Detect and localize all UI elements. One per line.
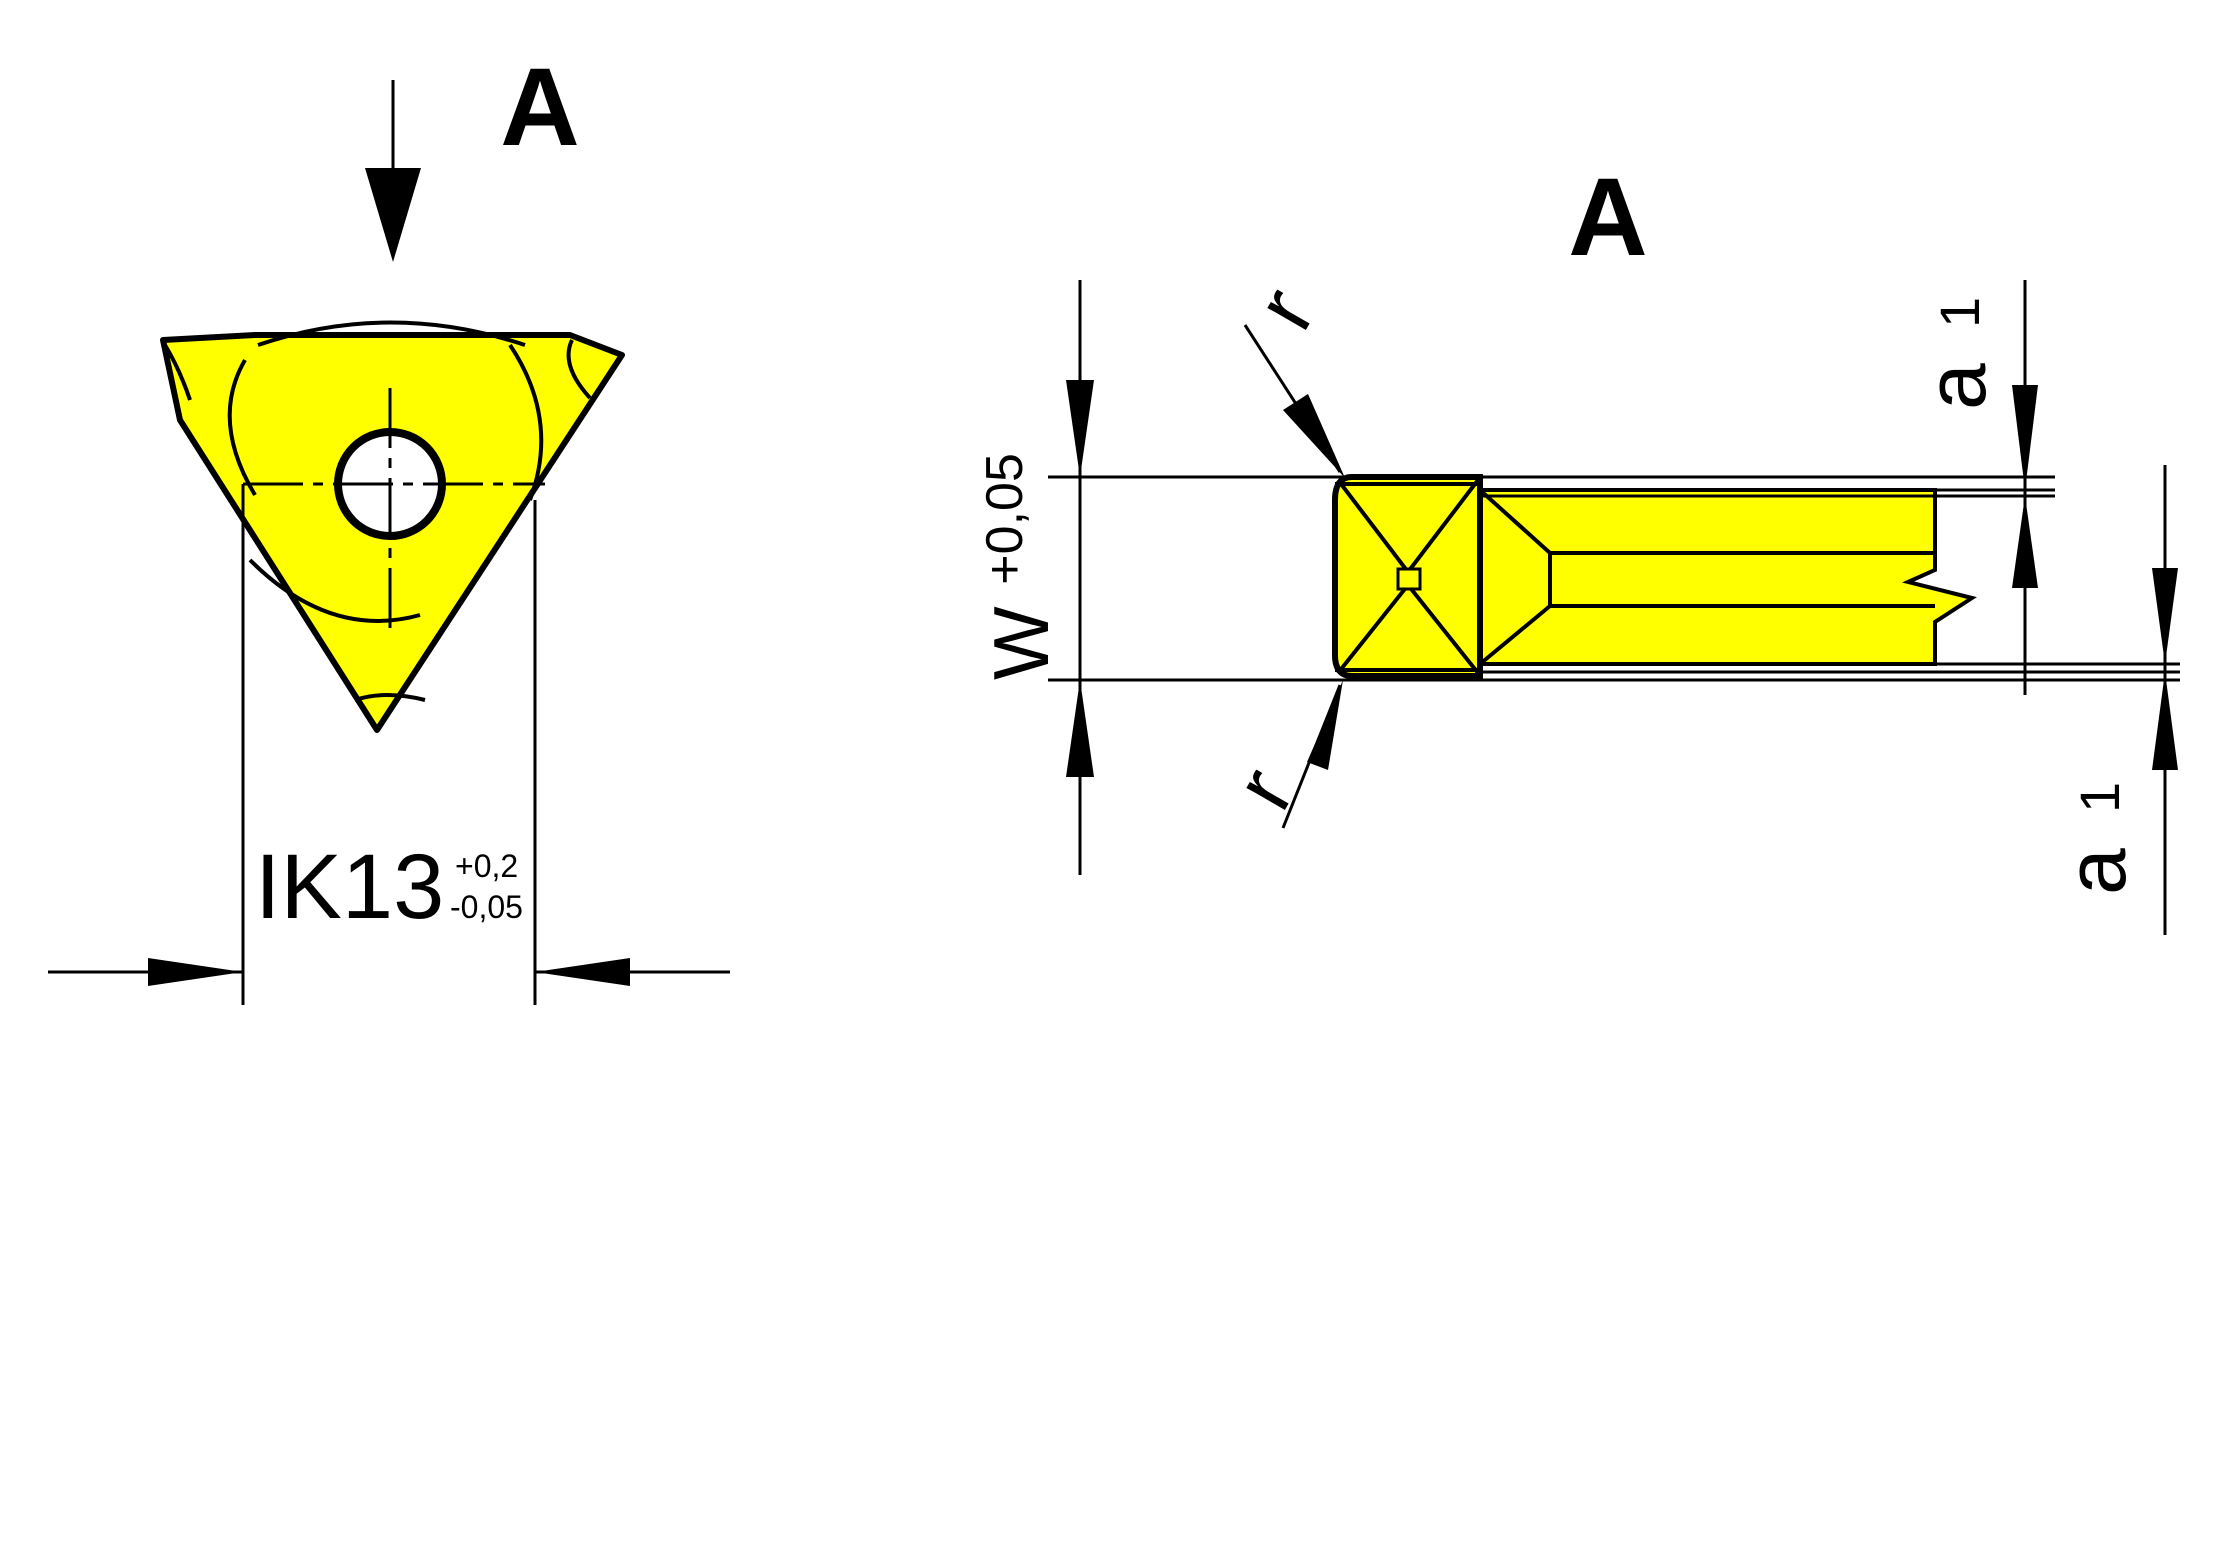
w-dimension-line <box>1066 280 1094 875</box>
a1-bottom-main: a <box>2049 848 2143 895</box>
a1-bottom-subscript: 1 <box>2068 782 2131 813</box>
front-view: A IK13 +0,2 - <box>48 46 730 1005</box>
side-view: A <box>976 156 2180 935</box>
radius-leader-top <box>1243 324 1345 478</box>
ik-dimension-line <box>48 958 730 986</box>
insert-side-profile <box>1332 474 1977 679</box>
a1-top-label: a 1 <box>1909 297 2003 410</box>
ik-dimension-main: IK13 <box>255 836 444 938</box>
radius-leader-bottom <box>1281 680 1343 829</box>
front-view-label: A <box>500 46 579 169</box>
a1-top-subscript: 1 <box>1928 297 1991 328</box>
a1-bottom-dimension <box>2152 465 2178 935</box>
a1-top-main: a <box>1909 363 2003 410</box>
a1-top-dimension <box>2012 280 2038 695</box>
w-dimension-label: W +0,05 <box>976 453 1065 680</box>
view-direction-arrow <box>365 80 421 262</box>
side-view-label: A <box>1568 156 1647 279</box>
ik-upper-tolerance: +0,2 <box>455 848 518 884</box>
ik-lower-tolerance: -0,05 <box>450 889 523 925</box>
triangular-insert <box>160 320 625 733</box>
w-dimension-tolerance: +0,05 <box>976 453 1034 585</box>
a1-bottom-label: a 1 <box>2049 782 2143 895</box>
w-dimension-main: W <box>977 606 1065 680</box>
